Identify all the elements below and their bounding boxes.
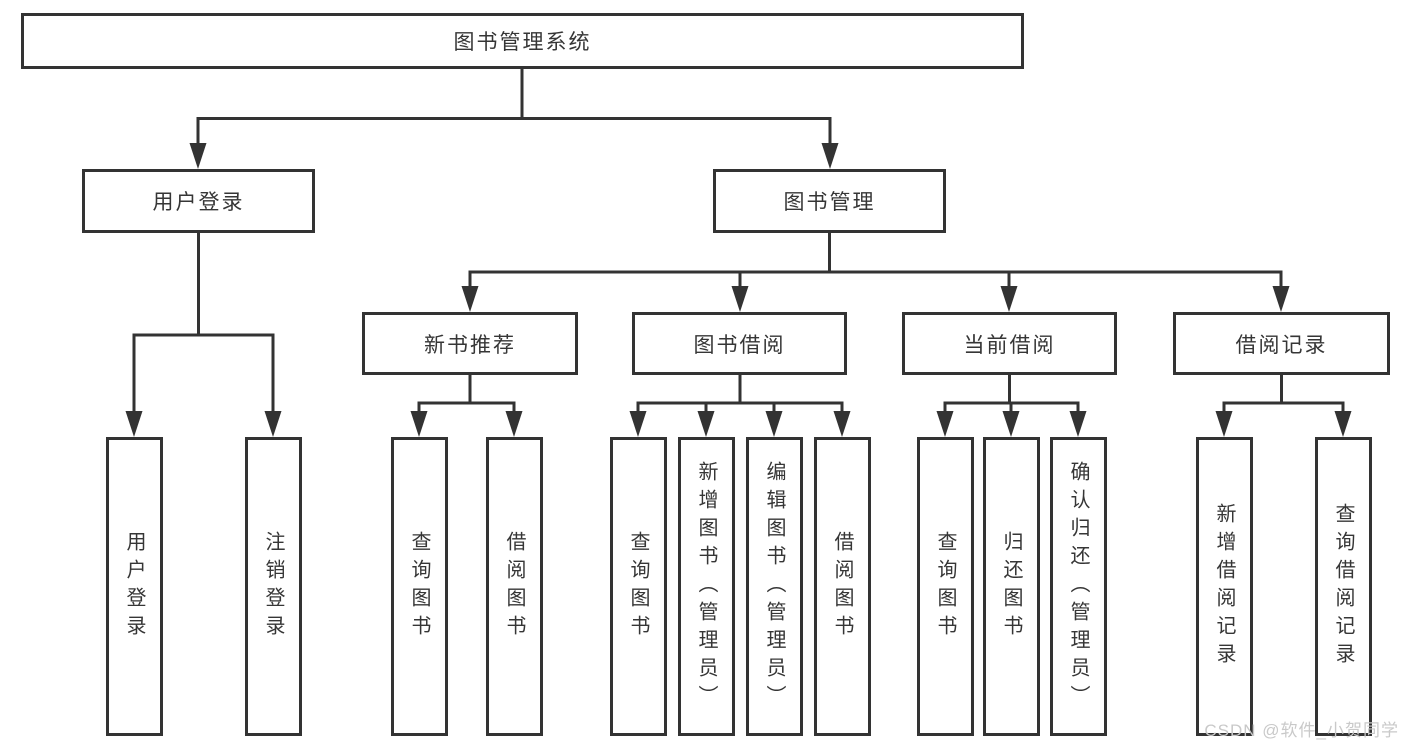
leaf-label: 新增借阅记录	[1213, 502, 1235, 671]
leaf-query-books-recommend: 查询图书	[390, 437, 448, 736]
node-new-book-recommendation: 新书推荐	[362, 312, 578, 375]
leaf-label: 借阅图书	[503, 530, 525, 643]
csdn-watermark: CSDN @软件_小贺同学	[1204, 721, 1399, 740]
leaf-label: 归还图书	[1000, 530, 1022, 643]
leaf-label: 注销登录	[262, 530, 284, 643]
leaf-label: 编辑图书（管理员）	[763, 460, 785, 713]
leaf-add-borrow-record: 新增借阅记录	[1195, 437, 1253, 736]
node-label: 新书推荐	[424, 333, 516, 357]
leaf-user-login: 用户登录	[105, 437, 163, 736]
leaf-label: 查询借阅记录	[1332, 502, 1354, 671]
node-library-management-system: 图书管理系统	[21, 13, 1024, 69]
leaf-confirm-return-admin: 确认归还（管理员）	[1049, 437, 1107, 736]
node-current-borrowing: 当前借阅	[902, 312, 1117, 375]
node-user-login-branch: 用户登录	[82, 169, 315, 233]
node-label: 借阅记录	[1235, 333, 1328, 357]
leaf-borrow-books: 借阅图书	[813, 437, 871, 736]
leaf-label: 确认归还（管理员）	[1067, 460, 1089, 713]
leaf-query-books-borrow: 查询图书	[609, 437, 667, 736]
leaf-logout: 注销登录	[244, 437, 302, 736]
leaf-edit-books-admin: 编辑图书（管理员）	[745, 437, 803, 736]
leaf-query-borrow-record: 查询借阅记录	[1314, 437, 1372, 736]
node-label: 用户登录	[152, 191, 245, 214]
node-label: 图书管理系统	[453, 31, 592, 54]
node-book-borrowing: 图书借阅	[632, 312, 847, 375]
leaf-label: 查询图书	[934, 530, 956, 643]
leaf-label: 新增图书（管理员）	[695, 460, 717, 713]
node-label: 当前借阅	[963, 333, 1056, 357]
leaf-query-books-current: 查询图书	[916, 437, 974, 736]
arrowheads	[125, 143, 1352, 437]
node-book-management-branch: 图书管理	[713, 169, 946, 233]
leaf-label: 用户登录	[123, 530, 145, 643]
node-label: 图书管理	[783, 191, 876, 214]
leaf-label: 查询图书	[408, 530, 430, 643]
leaf-return-books: 归还图书	[982, 437, 1040, 736]
leaf-label: 借阅图书	[831, 530, 853, 643]
leaf-label: 查询图书	[627, 530, 649, 643]
leaf-add-books-admin: 新增图书（管理员）	[677, 437, 735, 736]
node-label: 图书借阅	[693, 333, 786, 357]
leaf-borrow-books-recommend: 借阅图书	[485, 437, 543, 736]
node-borrowing-records: 借阅记录	[1173, 312, 1390, 375]
